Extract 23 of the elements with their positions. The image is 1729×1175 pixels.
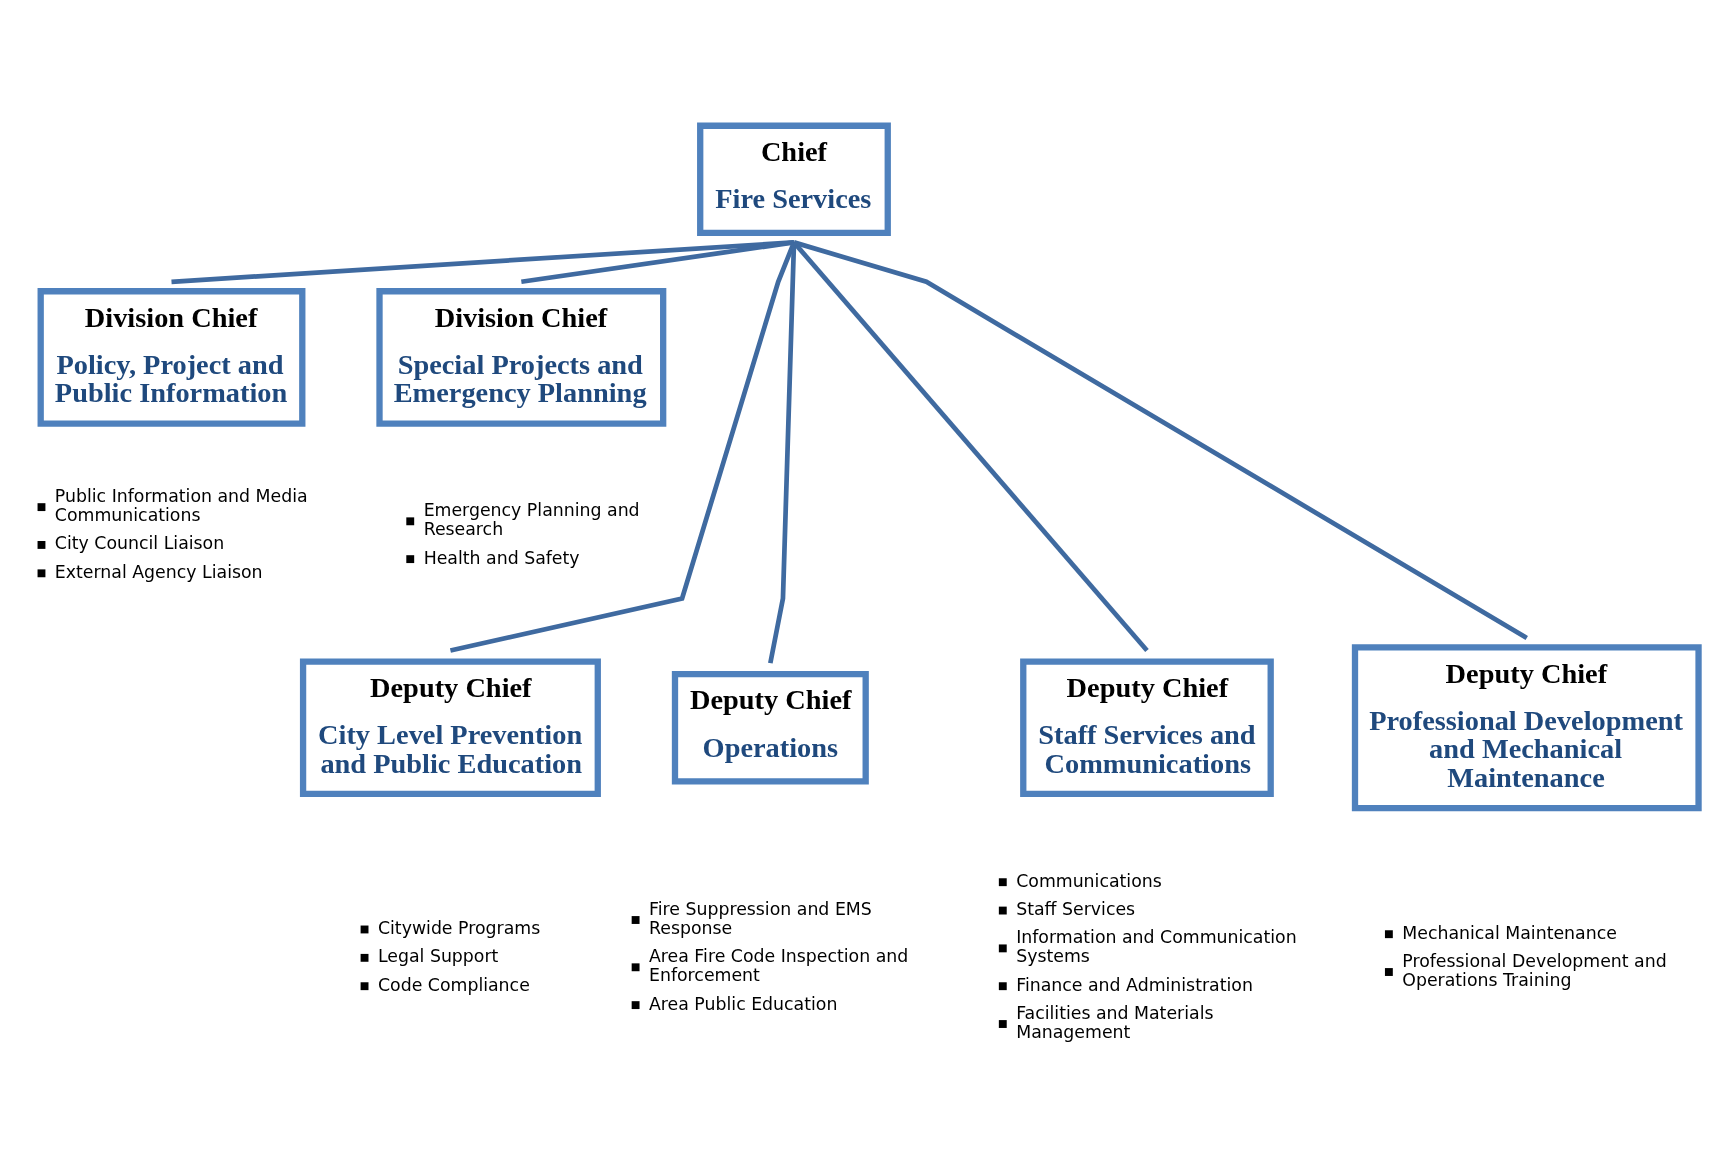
node-label: Professional Development and Operations Training xyxy=(1402,950,1667,990)
node-label: Finance and Administration xyxy=(1016,974,1253,995)
node-label: Area Public Education xyxy=(648,993,838,1014)
node-label: Legal Support xyxy=(377,946,499,967)
connector xyxy=(793,240,1528,640)
node-label: Citywide Programs xyxy=(377,917,541,938)
connector xyxy=(792,240,1149,653)
node-label: Area Fire Code Inspection and Enforcement xyxy=(648,946,909,986)
node-label: Communications xyxy=(1016,870,1162,891)
node-label: Information and Communication Systems xyxy=(1016,927,1297,967)
node-label: Emergency Planning and Research xyxy=(423,500,640,540)
node-label: Public Information and Media Communications xyxy=(54,486,308,525)
node-label: Staff Services xyxy=(1016,898,1136,919)
connector xyxy=(449,241,797,653)
node-label: Facilities and Materials Management xyxy=(1016,1002,1214,1042)
node-label: Fire Suppression and EMS Response xyxy=(648,898,872,938)
connector xyxy=(171,240,795,285)
node-label: External Agency Liaison xyxy=(54,561,263,582)
node-label: Mechanical Maintenance xyxy=(1402,922,1617,943)
node-label: City Council Liaison xyxy=(54,533,225,554)
connector xyxy=(521,240,795,285)
node-label: Health and Safety xyxy=(423,547,580,568)
node-label: Code Compliance xyxy=(377,974,530,995)
